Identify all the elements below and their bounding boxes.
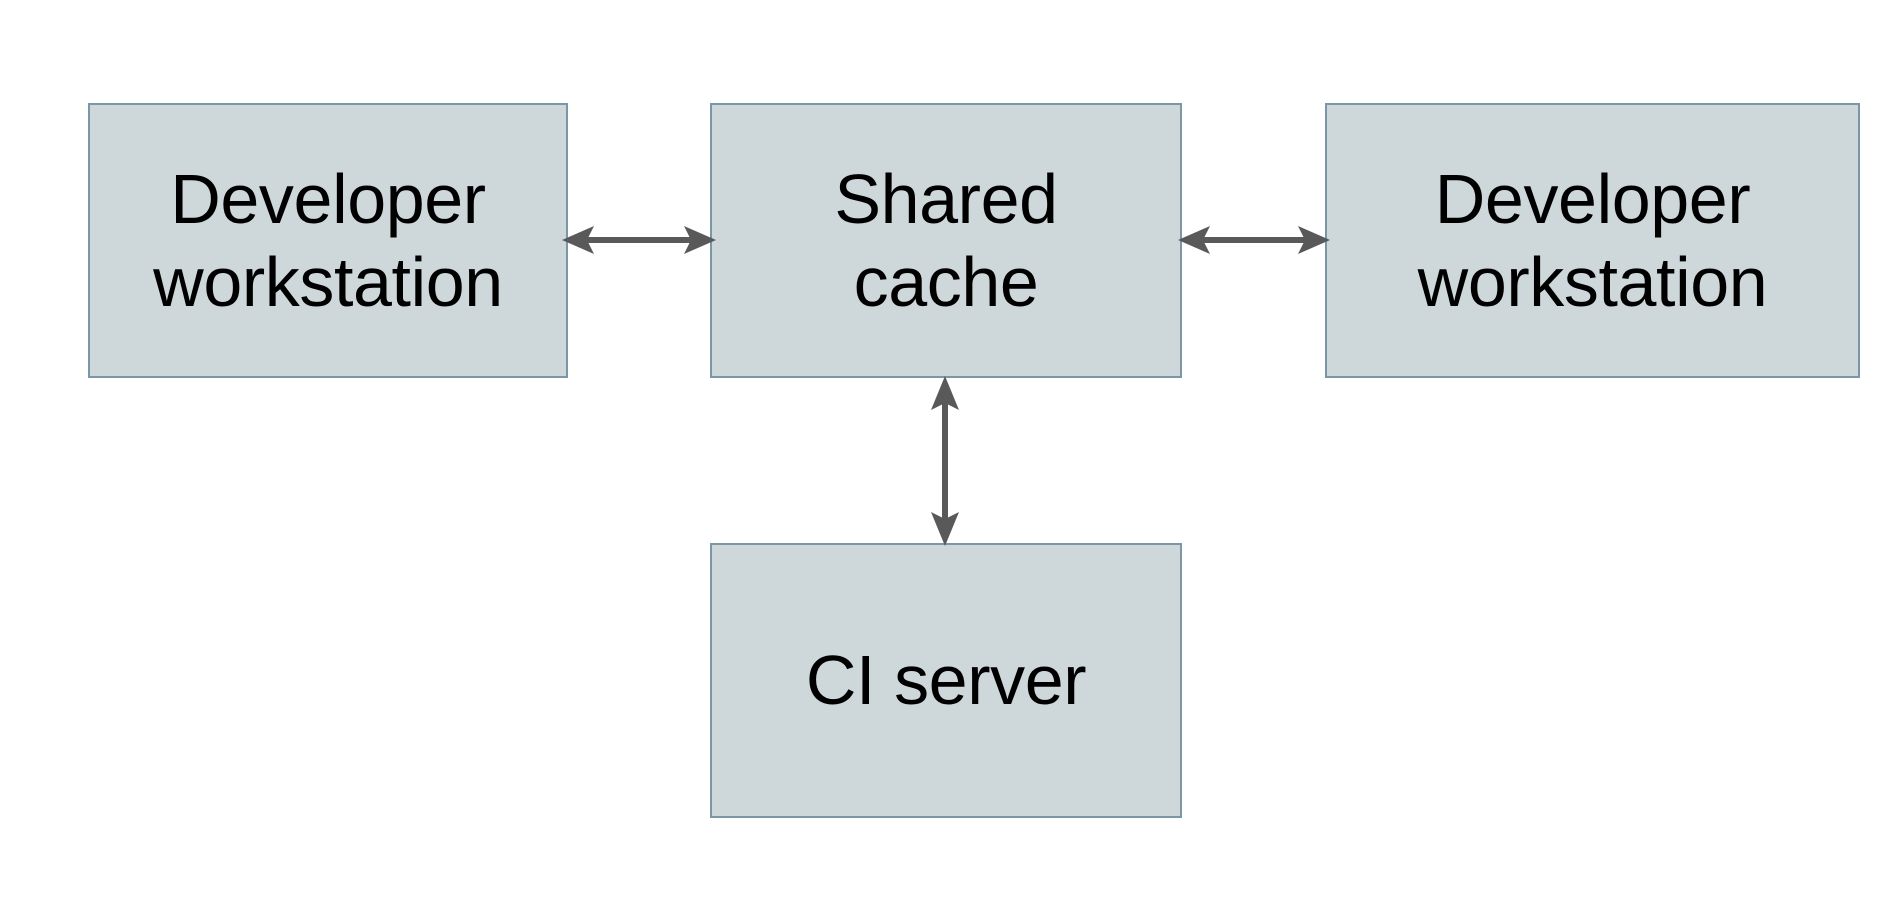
edge-shared-cache-to-developer-right[interactable] xyxy=(1176,210,1332,270)
node-shared-cache[interactable]: Shared cache xyxy=(710,103,1182,378)
edge-shared-cache-to-ci-server[interactable] xyxy=(915,374,975,548)
node-label: Shared cache xyxy=(834,159,1058,321)
node-label: Developer workstation xyxy=(1417,159,1768,321)
double-arrow-icon xyxy=(1178,226,1330,254)
node-label: CI server xyxy=(805,641,1087,720)
node-developer-workstation-left[interactable]: Developer workstation xyxy=(88,103,568,378)
node-developer-workstation-right[interactable]: Developer workstation xyxy=(1325,103,1860,378)
double-arrow-icon xyxy=(931,376,959,546)
edge-developer-left-to-shared-cache[interactable] xyxy=(560,210,718,270)
node-label: Developer workstation xyxy=(153,159,503,321)
double-arrow-icon xyxy=(562,226,716,254)
node-ci-server[interactable]: CI server xyxy=(710,543,1182,818)
